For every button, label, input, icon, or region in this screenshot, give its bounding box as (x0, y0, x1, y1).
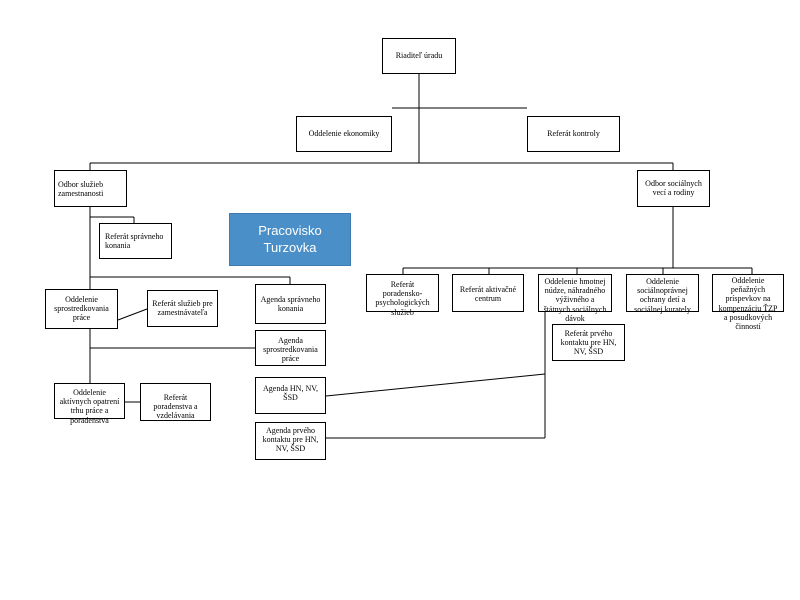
connector-line (325, 373, 546, 397)
first-contact-unit-box: Referát prvého kontaktu pre HN, NV, ŠSD (552, 324, 625, 361)
director-box: Riaditeľ úradu (382, 38, 456, 74)
first-contact-agenda-box: Agenda prvého kontaktu pre HN, NV, ŠSD (255, 422, 326, 460)
workplace-label: Pracovisko Turzovka (229, 213, 351, 266)
active-measures-dept-box: Oddelenie aktívnych opatrení trhu práce … (54, 383, 125, 425)
material-need-dept-box: Oddelenie hmotnej núdze, náhradného výži… (538, 274, 612, 323)
child-protection-dept-box: Oddelenie sociálnoprávnej ochrany detí a… (626, 274, 699, 314)
employment-division-box: Odbor služieb zamestnanosti (54, 170, 127, 207)
activation-center-box: Referát aktivačné centrum (452, 274, 524, 312)
economics-dept-box: Oddelenie ekonomiky (296, 116, 392, 152)
cash-benefits-dept-box: Oddelenie peňažných príspevkov na kompen… (712, 274, 784, 331)
psych-services-box: Referát poradensko-psychologických služi… (366, 274, 439, 317)
hn-agenda-box: Agenda HN, NV, ŠSD (255, 377, 326, 414)
workplace-label-line1: Pracovisko (258, 223, 322, 239)
employer-services-box: Referát služieb pre zamestnávateľa (147, 290, 218, 327)
counseling-unit-box: Referát poradenstva a vzdelávania (140, 383, 211, 421)
mediation-agenda-box: Agenda sprostredkovania práce (255, 330, 326, 366)
mediation-dept-box: Oddelenie sprostredkovania práce (45, 289, 118, 329)
social-division-box: Odbor sociálnych vecí a rodiny (637, 170, 710, 207)
admin-proceedings-box: Referát správneho konania (99, 223, 172, 259)
workplace-label-line2: Turzovka (263, 239, 317, 255)
admin-agenda-box: Agenda správneho konania (255, 284, 326, 324)
control-unit-box: Referát kontroly (527, 116, 620, 152)
connector-line (117, 308, 148, 321)
